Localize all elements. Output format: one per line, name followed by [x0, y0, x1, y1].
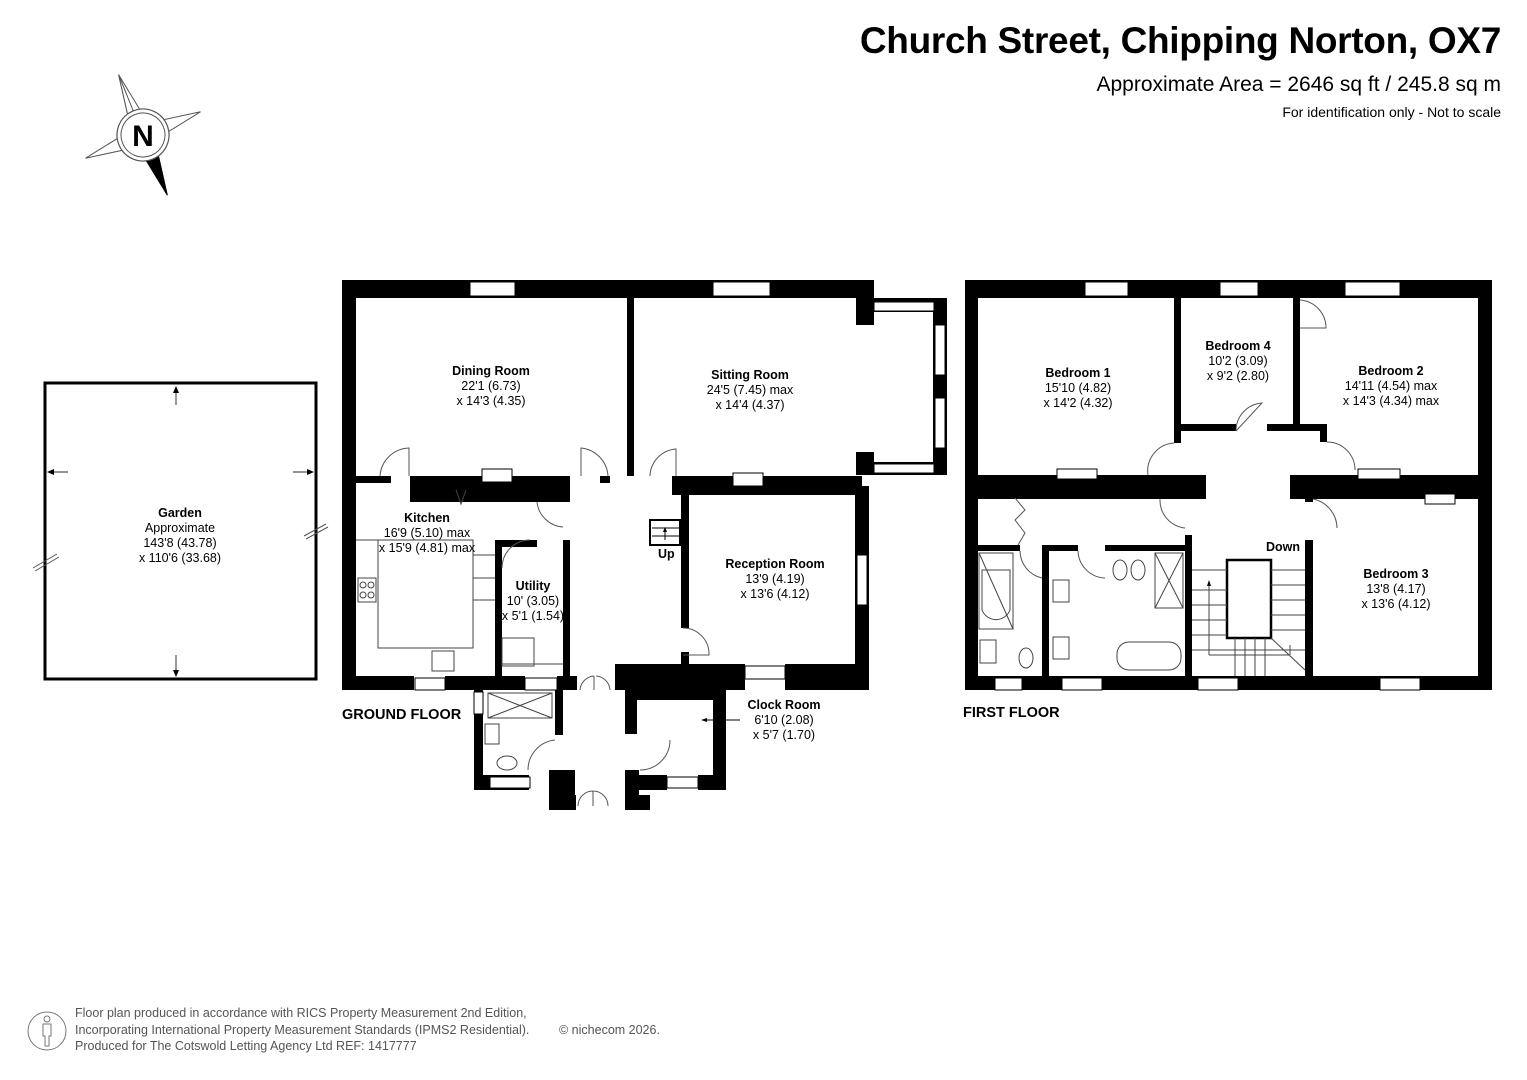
page-title: Church Street, Chipping Norton, OX7 — [859, 20, 1501, 61]
room-dimension: 10'2 (3.09) — [1208, 354, 1268, 368]
footer-line-1: Floor plan produced in accordance with R… — [75, 1006, 527, 1020]
room-dimension: 143'8 (43.78) — [143, 536, 217, 550]
room-dimension: 24'5 (7.45) max — [706, 383, 794, 397]
room-dimension: 6'10 (2.08) — [754, 713, 814, 727]
room-dimension: 15'10 (4.82) — [1044, 381, 1112, 395]
disclaimer-note: For identification only - Not to scale — [1282, 104, 1501, 120]
garden-area — [32, 381, 329, 681]
room-dining-room: Dining Room 22'1 (6.73) x 14'3 (4.35) — [452, 364, 530, 409]
footer-line-3: Produced for The Cotswold Letting Agency… — [75, 1039, 417, 1053]
room-dimension: 10' (3.05) — [506, 594, 560, 608]
room-reception-room: Reception Room 13'9 (4.19) x 13'6 (4.12) — [725, 557, 824, 602]
ground-floor-label: GROUND FLOOR — [342, 707, 462, 723]
approximate-area: Approximate Area = 2646 sq ft / 245.8 sq… — [1096, 73, 1502, 96]
first-floor-doors — [1014, 299, 1356, 579]
room-dimension: x 14'4 (4.37) — [715, 398, 785, 412]
room-clock-room: Clock Room 6'10 (2.08) x 5'7 (1.70) — [748, 698, 821, 743]
ground-floor-doors — [379, 447, 710, 807]
room-dimension: x 15'9 (4.81) max — [378, 541, 476, 555]
room-dimension: 13'9 (4.19) — [745, 572, 805, 586]
bathroom-fixtures — [978, 552, 1184, 671]
room-name: Sitting Room — [711, 368, 789, 382]
footer-line-2: Incorporating International Property Mea… — [75, 1022, 530, 1037]
room-name: Garden — [158, 506, 202, 520]
room-bedroom-2: Bedroom 2 14'11 (4.54) max x 14'3 (4.34)… — [1343, 364, 1439, 409]
room-name: Utility — [515, 579, 551, 593]
room-name: Bedroom 1 — [1045, 366, 1111, 380]
room-bedroom-1: Bedroom 1 15'10 (4.82) x 14'2 (4.32) — [1043, 366, 1112, 411]
first-floor-stairs — [1192, 558, 1306, 676]
footer-text: Floor plan produced in accordance with R… — [75, 1005, 660, 1055]
room-bedroom-3: Bedroom 3 13'8 (4.17) x 13'6 (4.12) — [1361, 567, 1430, 612]
room-utility: Utility 10' (3.05) x 5'1 (1.54) — [502, 579, 564, 624]
room-dimension: x 13'6 (4.12) — [1361, 597, 1431, 611]
person-icon — [27, 1011, 67, 1051]
garden-qualifier: Approximate — [144, 521, 216, 535]
copyright: © nichecom 2026. — [559, 1022, 660, 1037]
room-name: Bedroom 4 — [1205, 339, 1271, 353]
room-dimension: x 14'2 (4.32) — [1043, 396, 1113, 410]
room-dimension: x 9'2 (2.80) — [1206, 369, 1270, 383]
stairs-up-icon — [652, 527, 680, 540]
garden-label: Garden Approximate 143'8 (43.78) x 110'6… — [139, 506, 221, 566]
stairs-up-label: Up — [658, 547, 675, 561]
north-compass-icon: N — [85, 74, 201, 196]
first-floor-label: FIRST FLOOR — [963, 705, 1060, 721]
room-dimension: 14'11 (4.54) max — [1344, 379, 1438, 393]
room-bedroom-4: Bedroom 4 10'2 (3.09) x 9'2 (2.80) — [1205, 339, 1270, 384]
room-dimension: x 14'3 (4.34) max — [1342, 394, 1440, 408]
kitchen-fittings — [356, 489, 563, 771]
room-sitting-room: Sitting Room 24'5 (7.45) max x 14'4 (4.3… — [707, 368, 793, 413]
room-dimension: 16'9 (5.10) max — [383, 526, 471, 540]
first-floor-windows — [994, 281, 1456, 691]
stairs-down-label: Down — [1266, 540, 1301, 554]
room-dimension: x 5'1 (1.54) — [501, 609, 565, 623]
ground-floor-windows — [414, 281, 946, 789]
room-name: Reception Room — [725, 557, 825, 571]
room-dimension: x 14'3 (4.35) — [456, 394, 526, 408]
room-name: Kitchen — [404, 511, 450, 525]
room-name: Dining Room — [452, 364, 530, 378]
room-dimension: 13'8 (4.17) — [1366, 582, 1426, 596]
room-name: Bedroom 2 — [1358, 364, 1424, 378]
compass-letter: N — [132, 120, 154, 153]
room-kitchen: Kitchen 16'9 (5.10) max x 15'9 (4.81) ma… — [379, 511, 475, 556]
room-dimension: x 110'6 (33.68) — [138, 551, 222, 565]
room-name: Bedroom 3 — [1363, 567, 1429, 581]
room-dimension: x 5'7 (1.70) — [752, 728, 816, 742]
room-dimension: 22'1 (6.73) — [461, 379, 521, 393]
room-dimension: x 13'6 (4.12) — [740, 587, 810, 601]
room-name: Clock Room — [747, 698, 821, 712]
